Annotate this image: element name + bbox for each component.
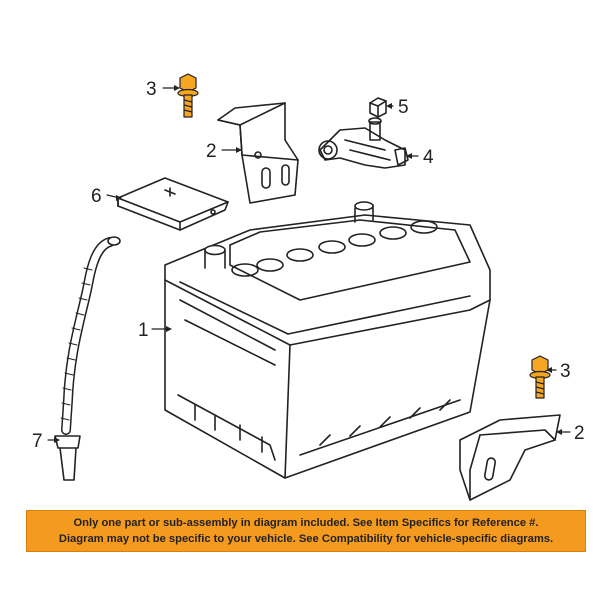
terminal-clamp [318, 117, 409, 169]
notice-line-2: Diagram may not be specific to your vehi… [58, 533, 554, 545]
bracket-top [217, 102, 299, 204]
leader-arrowheads [54, 85, 562, 443]
callout-4: 4 [423, 147, 434, 168]
callout-5: 5 [398, 97, 409, 118]
notice-line-1: Only one part or sub-assembly in diagram… [73, 517, 539, 529]
callout-1: 1 [138, 320, 149, 341]
callout-3-top: 3 [146, 79, 157, 100]
callout-3-bottom: 3 [560, 361, 571, 382]
callout-7: 7 [32, 431, 43, 452]
battery [164, 201, 491, 479]
battery-cover [117, 177, 229, 231]
callout-2-top: 2 [206, 141, 217, 162]
bolt-top [177, 73, 199, 118]
callout-6: 6 [91, 186, 102, 207]
bracket-bottom [459, 414, 561, 501]
nut [369, 97, 387, 118]
diagram-notice-banner: Only one part or sub-assembly in diagram… [26, 510, 586, 552]
callout-2-bottom: 2 [574, 423, 585, 444]
vent-tube [54, 236, 121, 481]
bolt-bottom [529, 355, 551, 399]
